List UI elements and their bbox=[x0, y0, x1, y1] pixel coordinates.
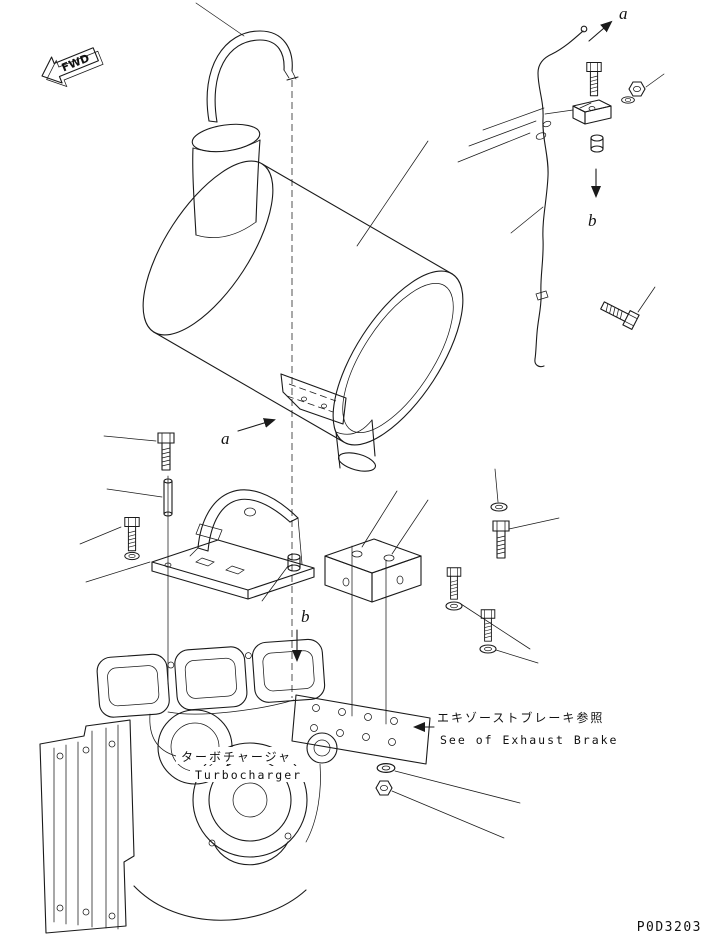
exhaust-manifold bbox=[96, 638, 326, 718]
view-a-label-mid: a bbox=[221, 429, 230, 448]
view-a-arrow-mid bbox=[237, 418, 276, 432]
exhaust-brake-callout-en: See of Exhaust Brake bbox=[440, 733, 618, 747]
spacer-bushing-right bbox=[590, 134, 604, 153]
exhaust-brake-callout-jp: エキゾーストブレーキ参照 bbox=[437, 710, 604, 725]
rod-end bbox=[580, 25, 588, 33]
oil-pan bbox=[133, 885, 307, 921]
assembly-axis-lines bbox=[167, 80, 387, 725]
engine-block bbox=[39, 638, 431, 934]
hex-bolt-clamp bbox=[586, 62, 602, 97]
muffler-inlet-pipe bbox=[191, 123, 261, 238]
fwd-direction-arrow: FWD bbox=[41, 47, 104, 88]
hex-nut bbox=[628, 81, 646, 97]
hex-bolt-plate bbox=[375, 780, 393, 796]
saddle-bracket bbox=[151, 489, 315, 600]
mount-bracket-right bbox=[324, 538, 422, 603]
muffler-mount-flange bbox=[280, 373, 347, 425]
mounting-plate bbox=[291, 694, 431, 765]
washer-right-3 bbox=[479, 644, 497, 654]
turbocharger-callout-en: Turbocharger bbox=[195, 768, 302, 782]
washer-left bbox=[124, 551, 140, 561]
right-fasteners bbox=[445, 502, 510, 654]
washer-plate bbox=[376, 762, 396, 774]
view-a-arrow-top bbox=[588, 20, 613, 42]
gear-housing bbox=[39, 719, 135, 934]
hex-bolt-right-2 bbox=[446, 567, 462, 600]
turbocharger-callout-jp: ターボチャージャ bbox=[181, 750, 292, 764]
drawing-number: P0D3203 bbox=[637, 920, 702, 935]
muffler bbox=[142, 123, 464, 472]
hex-bolt-left-1 bbox=[157, 432, 175, 471]
turbocharger-housing bbox=[157, 709, 308, 866]
leader-lines bbox=[79, 2, 665, 839]
hex-bolt-right-3 bbox=[480, 609, 496, 642]
view-b-label-mid: b bbox=[301, 607, 310, 626]
view-b-label-right: b bbox=[588, 211, 597, 230]
exhaust-brake-rod-assembly bbox=[534, 25, 646, 368]
rod-clip bbox=[535, 290, 549, 301]
hex-bolt-right-1 bbox=[492, 520, 510, 559]
view-arrows bbox=[237, 20, 613, 732]
exhaust-brake-rod bbox=[534, 30, 584, 360]
hex-bolt-left-2 bbox=[124, 517, 140, 552]
exhaust-tube bbox=[206, 30, 299, 123]
hex-bolt-rod-lower bbox=[598, 297, 640, 330]
washer-nut bbox=[621, 96, 635, 104]
muffler-outlet-stub bbox=[335, 419, 377, 472]
view-a-label-top: a bbox=[619, 4, 628, 23]
left-fasteners bbox=[124, 432, 175, 561]
washer-right-2 bbox=[445, 601, 463, 611]
rod-clamp bbox=[572, 99, 612, 125]
washer-right-1 bbox=[490, 502, 508, 512]
